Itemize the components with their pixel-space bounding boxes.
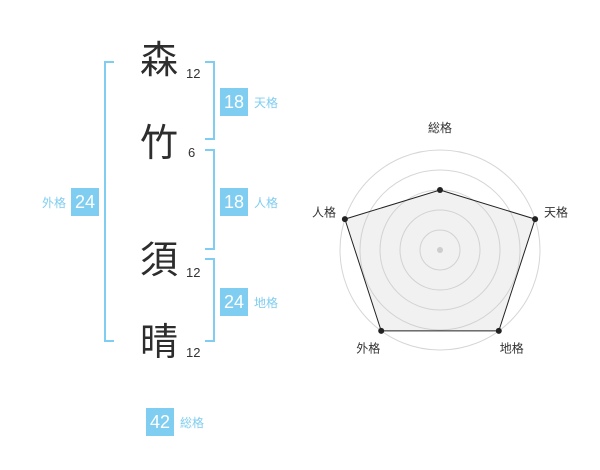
- soukaku-value: 42: [146, 408, 174, 436]
- radar-axis-label-4: 外格: [356, 341, 380, 356]
- radar-point-5: [341, 216, 348, 223]
- gaikaku-value: 24: [71, 188, 99, 216]
- gaikaku-label: 外格: [42, 196, 67, 210]
- tenkaku-label: 天格: [254, 96, 279, 110]
- radar-ring-1: [419, 229, 461, 271]
- tenkaku-bracket: [205, 61, 215, 140]
- name-char-4: 晴: [140, 320, 179, 364]
- radar-ring-2: [399, 209, 481, 291]
- stroke-count-1: 12: [186, 66, 201, 81]
- radar-point-1: [437, 187, 443, 193]
- stroke-count-3: 12: [186, 265, 201, 280]
- gaikaku-bracket: [104, 61, 114, 342]
- jinkaku-label: 人格: [254, 196, 279, 210]
- soukaku-label: 総格: [180, 416, 205, 430]
- radar-axis-label-3: 地格: [500, 341, 524, 356]
- radar-ring-4: [359, 169, 521, 331]
- radar-ring-5: [339, 149, 541, 351]
- radar-axis-label-2: 天格: [544, 204, 568, 219]
- radar-center-dot: [437, 247, 443, 253]
- chikaku-bracket: [205, 258, 215, 342]
- jinkaku-bracket: [205, 149, 215, 250]
- radar-point-3: [495, 327, 502, 334]
- stroke-count-4: 12: [186, 345, 201, 360]
- radar-point-4: [378, 327, 385, 334]
- tenkaku-value: 18: [220, 88, 248, 116]
- radar-point-2: [532, 216, 539, 223]
- radar-series-polygon: [344, 189, 536, 332]
- radar-axis-label-5: 人格: [312, 204, 336, 219]
- chikaku-label: 地格: [254, 296, 279, 310]
- name-char-3: 須: [140, 238, 179, 282]
- chikaku-value: 24: [220, 288, 248, 316]
- name-char-1: 森: [140, 38, 179, 82]
- jinkaku-value: 18: [220, 188, 248, 216]
- radar-axis-label-1: 総格: [428, 120, 452, 135]
- name-char-2: 竹: [140, 121, 179, 165]
- stroke-count-2: 6: [188, 145, 196, 160]
